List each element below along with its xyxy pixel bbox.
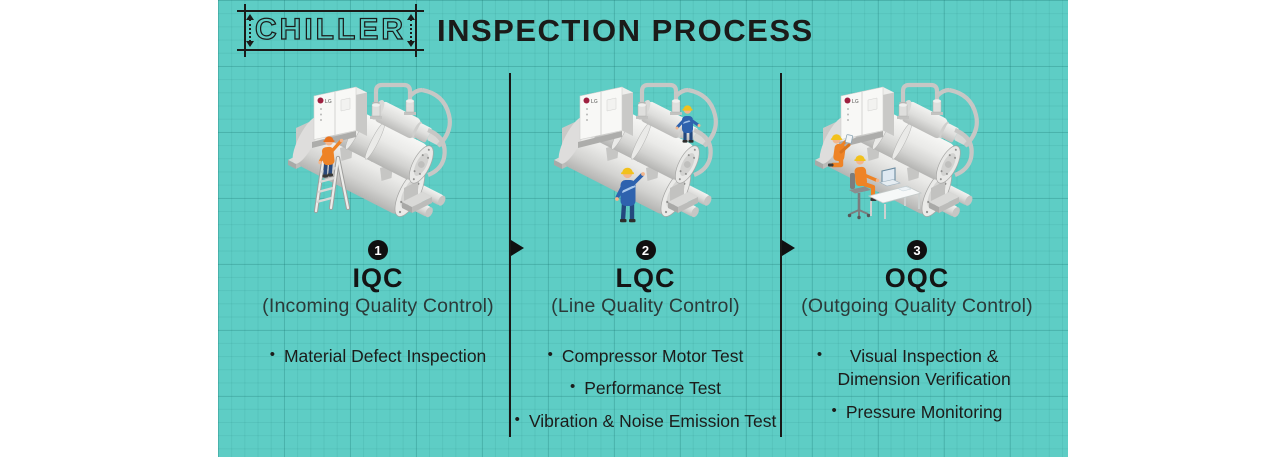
stage-full-name: (Incoming Quality Control) [262, 295, 494, 317]
bullet-dot: • [816, 345, 823, 363]
stage-iqc: 1 IQC (Incoming Quality Control) • Mater… [246, 0, 510, 457]
stage-divider-1 [509, 73, 511, 437]
page-title: CHILLER INSPECTION PROCESS [237, 4, 814, 57]
chiller-iqc-illustration [276, 70, 508, 238]
worker-on-ladder [318, 136, 344, 178]
stage-acronym: LQC [615, 263, 676, 293]
bullet-dot: • [569, 378, 576, 396]
title-word-chiller: CHILLER [254, 13, 406, 46]
stage-divider-2 [780, 73, 782, 437]
stage-bullet-list: • Material Defect Inspection [270, 340, 487, 373]
bullet-item: • Performance Test [569, 378, 722, 399]
stage-number-badge: 1 [368, 240, 388, 260]
worker-kneeling [828, 134, 853, 168]
bullet-item: • Compressor Motor Test [547, 345, 744, 366]
worker-standing [614, 167, 645, 223]
chiller-lqc-illustration [542, 70, 774, 238]
bullet-item: • Pressure Monitoring [831, 401, 1003, 422]
bullet-dot: • [269, 345, 275, 363]
bullet-item: • Vibration & Noise Emission Test [514, 410, 777, 431]
bullet-item: • Material Defect Inspection [269, 345, 487, 366]
stage-acronym: OQC [884, 263, 950, 293]
dimension-arrow-left-icon [246, 14, 254, 47]
bullet-dot: • [547, 345, 553, 363]
bullet-item: • Visual Inspection & Dimension Verifica… [816, 345, 1011, 390]
title-dimension-box: CHILLER [237, 4, 424, 57]
stage-number-badge: 2 [635, 240, 656, 260]
bullet-dot: • [831, 401, 837, 419]
flow-arrow-right-icon [511, 240, 524, 256]
stage-lqc: 2 LQC (Line Quality Control) • Compresso… [510, 0, 781, 457]
title-word-rest: INSPECTION PROCESS [437, 12, 814, 48]
dimension-arrow-right-icon [407, 14, 415, 47]
chiller-oqc-illustration [803, 70, 1035, 238]
stage-acronym: IQC [352, 263, 404, 293]
stage-bullet-list: • Compressor Motor Test • Performance Te… [515, 340, 777, 438]
stage-full-name: (Outgoing Quality Control) [801, 295, 1033, 317]
desk-with-laptop [867, 167, 923, 219]
stage-full-name: (Line Quality Control) [551, 295, 740, 317]
worker-on-machine [675, 105, 700, 143]
bullet-dot: • [514, 410, 520, 428]
worker-seated [854, 155, 880, 202]
flow-arrow-right-icon [782, 240, 795, 256]
dimension-line-left [244, 4, 246, 57]
dimension-line-right [415, 4, 417, 57]
stage-number-badge: 3 [907, 240, 927, 260]
stage-oqc: 3 OQC (Outgoing Quality Control) • Visua… [781, 0, 1053, 457]
infographic-canvas: CHILLER INSPECTION PROCESS [218, 0, 1068, 457]
stage-bullet-list: • Visual Inspection & Dimension Verifica… [817, 340, 1017, 429]
office-chair [847, 173, 871, 220]
